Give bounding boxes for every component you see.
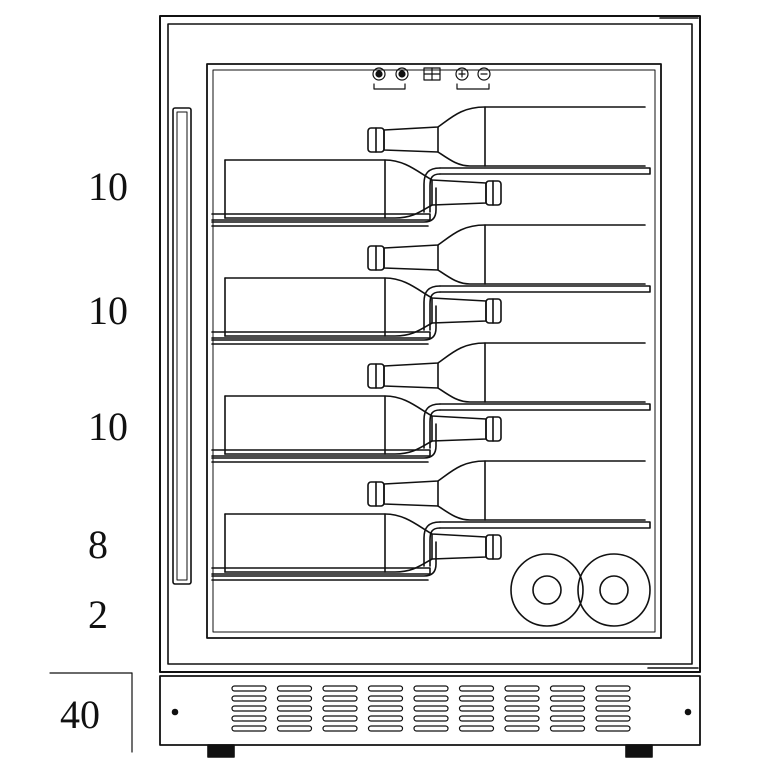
vent-slot [322, 705, 358, 712]
vent-slot [276, 705, 313, 712]
shelf-label-1: 10 [88, 164, 128, 209]
display-icon [423, 67, 441, 81]
vent-slot [413, 725, 449, 732]
vent-slot [458, 715, 495, 722]
door-handle[interactable] [172, 107, 192, 585]
vent-slot [231, 725, 267, 732]
vent-slot [367, 705, 404, 712]
bottle [224, 277, 502, 337]
vent-slot [367, 695, 404, 702]
shelf-label-5: 2 [88, 592, 108, 637]
plinth-dimension-line [49, 672, 133, 753]
bottle [367, 342, 646, 403]
vent-slot [276, 725, 313, 732]
vent-slot [413, 715, 449, 722]
vent-slot [595, 705, 631, 712]
vent-slot [504, 695, 540, 702]
vent-slot [595, 725, 631, 732]
vent-slot [595, 695, 631, 702]
bottle [224, 513, 502, 573]
shelf-2 [211, 224, 651, 345]
vent-slot [458, 705, 495, 712]
vent-slot [549, 695, 586, 702]
shelf-3 [211, 342, 651, 463]
vent-slot [458, 695, 495, 702]
vent-slot [367, 715, 404, 722]
vent-slot [276, 695, 313, 702]
vent-slot [549, 705, 586, 712]
bottom-bottles [510, 553, 651, 627]
vent-slot [504, 705, 540, 712]
light-icon[interactable] [372, 67, 386, 81]
vent-slot [231, 715, 267, 722]
cabinet-frame [159, 15, 701, 673]
vent-slot [413, 685, 449, 692]
glass-door [206, 63, 662, 639]
vent-slot [322, 685, 358, 692]
vent-slot [549, 685, 586, 692]
vent-slot [276, 685, 313, 692]
vent-slot [322, 695, 358, 702]
bottle [367, 460, 646, 521]
shelves [211, 106, 651, 581]
vent-slot [322, 715, 358, 722]
control-panel [372, 67, 491, 90]
plus-icon[interactable] [455, 67, 469, 81]
fan-icon[interactable] [395, 67, 409, 81]
shelf-1 [211, 106, 651, 227]
vent-slot [276, 715, 313, 722]
shelf-label-3: 10 [88, 404, 128, 449]
shelf-label-2: 10 [88, 288, 128, 333]
vent-slot [367, 685, 404, 692]
bottle [367, 106, 646, 167]
vent-slot [458, 725, 495, 732]
vent-slot [549, 715, 586, 722]
shelf-label-4: 8 [88, 522, 108, 567]
vent-slot [504, 725, 540, 732]
vent-slot [549, 725, 586, 732]
vent-slot [458, 685, 495, 692]
bottle [367, 224, 646, 285]
minus-icon[interactable] [477, 67, 491, 81]
vent-slot [413, 705, 449, 712]
vent-slot [322, 725, 358, 732]
vent-slot [595, 685, 631, 692]
vent-slot [504, 715, 540, 722]
bottle [224, 159, 502, 219]
bottle [224, 395, 502, 455]
vent-slot [231, 685, 267, 692]
vent-slot [504, 685, 540, 692]
vent-slot [231, 695, 267, 702]
vent-slot [367, 725, 404, 732]
vent-slot [231, 705, 267, 712]
ventilation-grille [231, 685, 631, 732]
shelf-4 [211, 460, 651, 581]
vent-slot [595, 715, 631, 722]
plinth-label: 40 [60, 692, 100, 737]
plinth [159, 675, 701, 758]
vent-slot [413, 695, 449, 702]
